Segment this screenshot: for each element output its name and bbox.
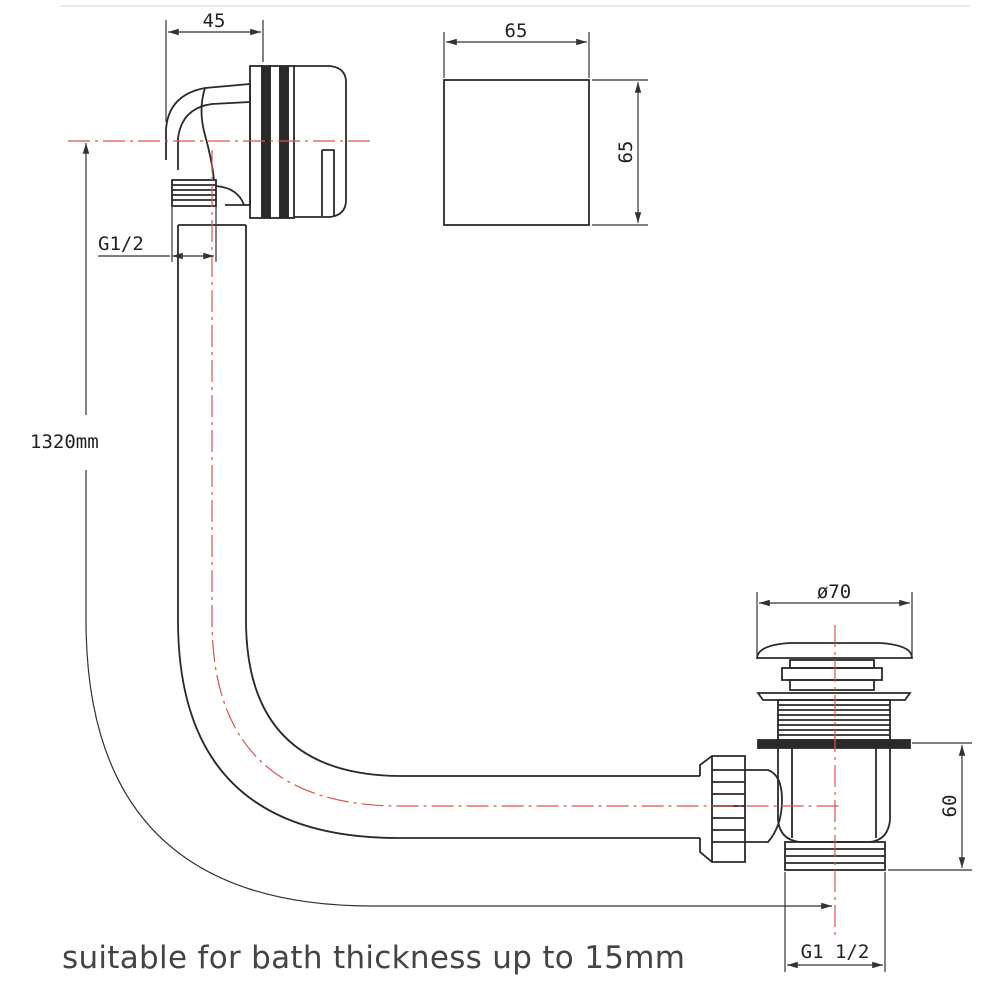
flexible-pipe	[177, 224, 700, 839]
waste-height-label: 60	[939, 795, 961, 818]
cover-plate-side	[443, 79, 590, 226]
waste-assembly	[699, 642, 913, 871]
outlet-thread-label: G1 1/2	[801, 941, 870, 963]
centerlines	[68, 140, 840, 940]
cover-width-label: 65	[505, 20, 528, 42]
inlet-thread-label: G1/2	[98, 233, 144, 255]
dimension-lines	[82, 20, 972, 972]
bath-thickness-caption: suitable for bath thickness up to 15mm	[62, 940, 686, 976]
overflow-depth-label: 45	[203, 10, 226, 32]
overflow-assembly	[165, 65, 347, 219]
cover-height-label: 65	[615, 141, 637, 164]
pipe-length-label: 1320mm	[30, 431, 99, 453]
waste-diameter-label: ø70	[817, 581, 851, 603]
